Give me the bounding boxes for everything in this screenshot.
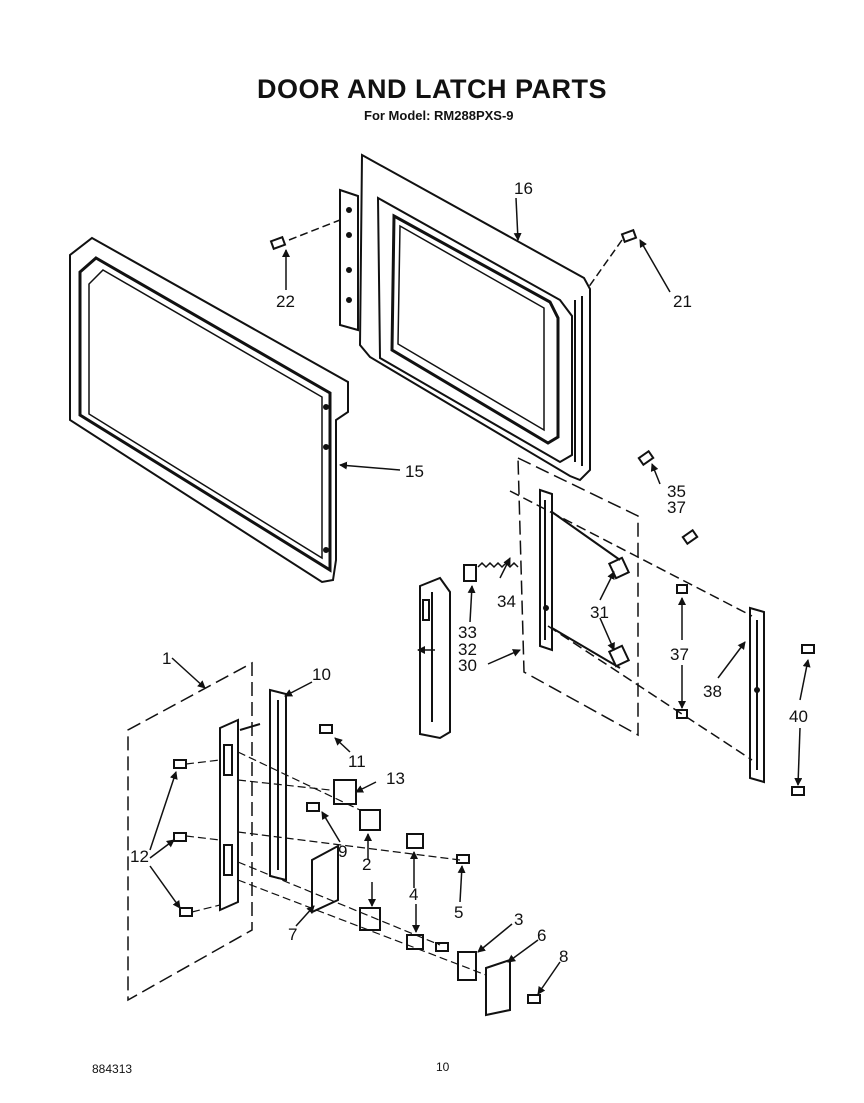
screw-part-12-mid xyxy=(173,832,187,842)
callout-1: 1 xyxy=(162,649,171,668)
screw-part-35 xyxy=(637,449,655,467)
callout-7: 7 xyxy=(288,925,297,944)
callout-labels: 16 22 21 15 35 37 34 31 33 32 30 37 38 4… xyxy=(130,179,808,966)
interlock-switch-part-2-upper xyxy=(359,809,381,831)
screw-part-40-bottom xyxy=(791,786,805,796)
door-frame-part-15 xyxy=(69,236,349,584)
screw-part-37-upper xyxy=(681,528,699,546)
callout-11: 11 xyxy=(348,752,366,771)
strike-plate-part-38 xyxy=(749,606,765,784)
callout-34: 34 xyxy=(497,592,516,611)
callout-8: 8 xyxy=(559,947,568,966)
page-title: DOOR AND LATCH PARTS xyxy=(257,74,607,104)
callout-16: 16 xyxy=(514,179,533,198)
inner-door-panel-part-16 xyxy=(339,153,591,482)
screw-part-37-low xyxy=(676,709,688,719)
screw-part-11 xyxy=(319,724,333,734)
screw-part-12-top xyxy=(173,759,187,769)
callout-31: 31 xyxy=(590,603,609,622)
callout-33: 33 xyxy=(458,623,477,642)
screw-part-8 xyxy=(527,994,541,1004)
page-number: 10 xyxy=(436,1060,450,1074)
screw-part-12-bottom xyxy=(179,907,193,917)
bracket-part-10 xyxy=(269,688,287,882)
latch-assembly-part-30 xyxy=(509,456,753,761)
screw-part-40-top xyxy=(801,644,815,654)
callout-37-upper: 37 xyxy=(667,498,686,517)
plate-part-7 xyxy=(311,844,339,914)
callout-13: 13 xyxy=(386,769,405,788)
interlock-switch-part-2-lower xyxy=(359,907,381,931)
screw-part-37-mid xyxy=(676,584,688,594)
callout-10: 10 xyxy=(312,665,331,684)
actuator-part-4-upper xyxy=(406,833,424,849)
spring-part-34 xyxy=(477,561,519,569)
screw-part-22 xyxy=(269,219,341,251)
callout-5: 5 xyxy=(454,903,463,922)
callout-3: 3 xyxy=(514,910,523,929)
callout-37-lower: 37 xyxy=(670,645,689,664)
callout-9: 9 xyxy=(338,842,347,861)
callout-38: 38 xyxy=(703,682,722,701)
callout-30: 30 xyxy=(458,656,477,675)
callout-6: 6 xyxy=(537,926,546,945)
switch-part-13 xyxy=(333,779,357,805)
latch-button-part-33 xyxy=(463,564,477,582)
switch-part-3 xyxy=(457,951,477,981)
screw-part-9 xyxy=(306,802,320,812)
callout-35: 35 xyxy=(667,482,686,501)
screw-part-5-upper xyxy=(456,854,470,864)
model-subtitle: For Model: RM288PXS-9 xyxy=(364,108,514,123)
screw-part-21 xyxy=(587,228,638,289)
switch-mount-part-1 xyxy=(127,661,261,1002)
latch-hook-part-31 xyxy=(607,556,631,668)
callout-2: 2 xyxy=(362,855,371,874)
actuator-part-4-lower xyxy=(406,934,424,950)
bracket-part-6 xyxy=(485,958,511,1017)
callout-22: 22 xyxy=(276,292,295,311)
callout-21: 21 xyxy=(673,292,692,311)
door-handle-part-32 xyxy=(419,576,451,740)
callout-40: 40 xyxy=(789,707,808,726)
screw-part-5-lower xyxy=(435,942,449,952)
callout-15: 15 xyxy=(405,462,424,481)
callout-4: 4 xyxy=(409,885,418,904)
document-number: 884313 xyxy=(92,1062,133,1076)
callout-12: 12 xyxy=(130,847,149,866)
callout-32: 32 xyxy=(458,640,477,659)
